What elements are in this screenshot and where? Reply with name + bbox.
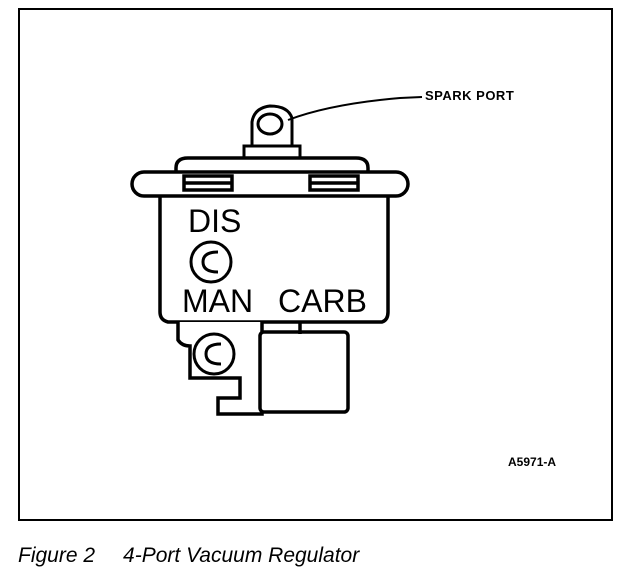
man-label: MAN: [182, 283, 253, 319]
reference-code: A5971-A: [508, 455, 557, 469]
dis-port: [189, 240, 233, 284]
regulator-body: [130, 156, 410, 324]
dis-label: DIS: [188, 203, 241, 239]
man-port: [192, 332, 236, 376]
spark-port-nipple: [242, 104, 302, 160]
spark-port-leader-line: [287, 96, 423, 121]
spark-port-callout: SPARK PORT: [425, 88, 515, 103]
figure-number: Figure 2: [18, 544, 96, 567]
figure-title: 4-Port Vacuum Regulator: [123, 544, 360, 567]
figure-caption: Figure 2 4-Port Vacuum Regulator: [18, 544, 359, 568]
carb-label: CARB: [278, 283, 367, 319]
figure-frame: [18, 8, 613, 521]
